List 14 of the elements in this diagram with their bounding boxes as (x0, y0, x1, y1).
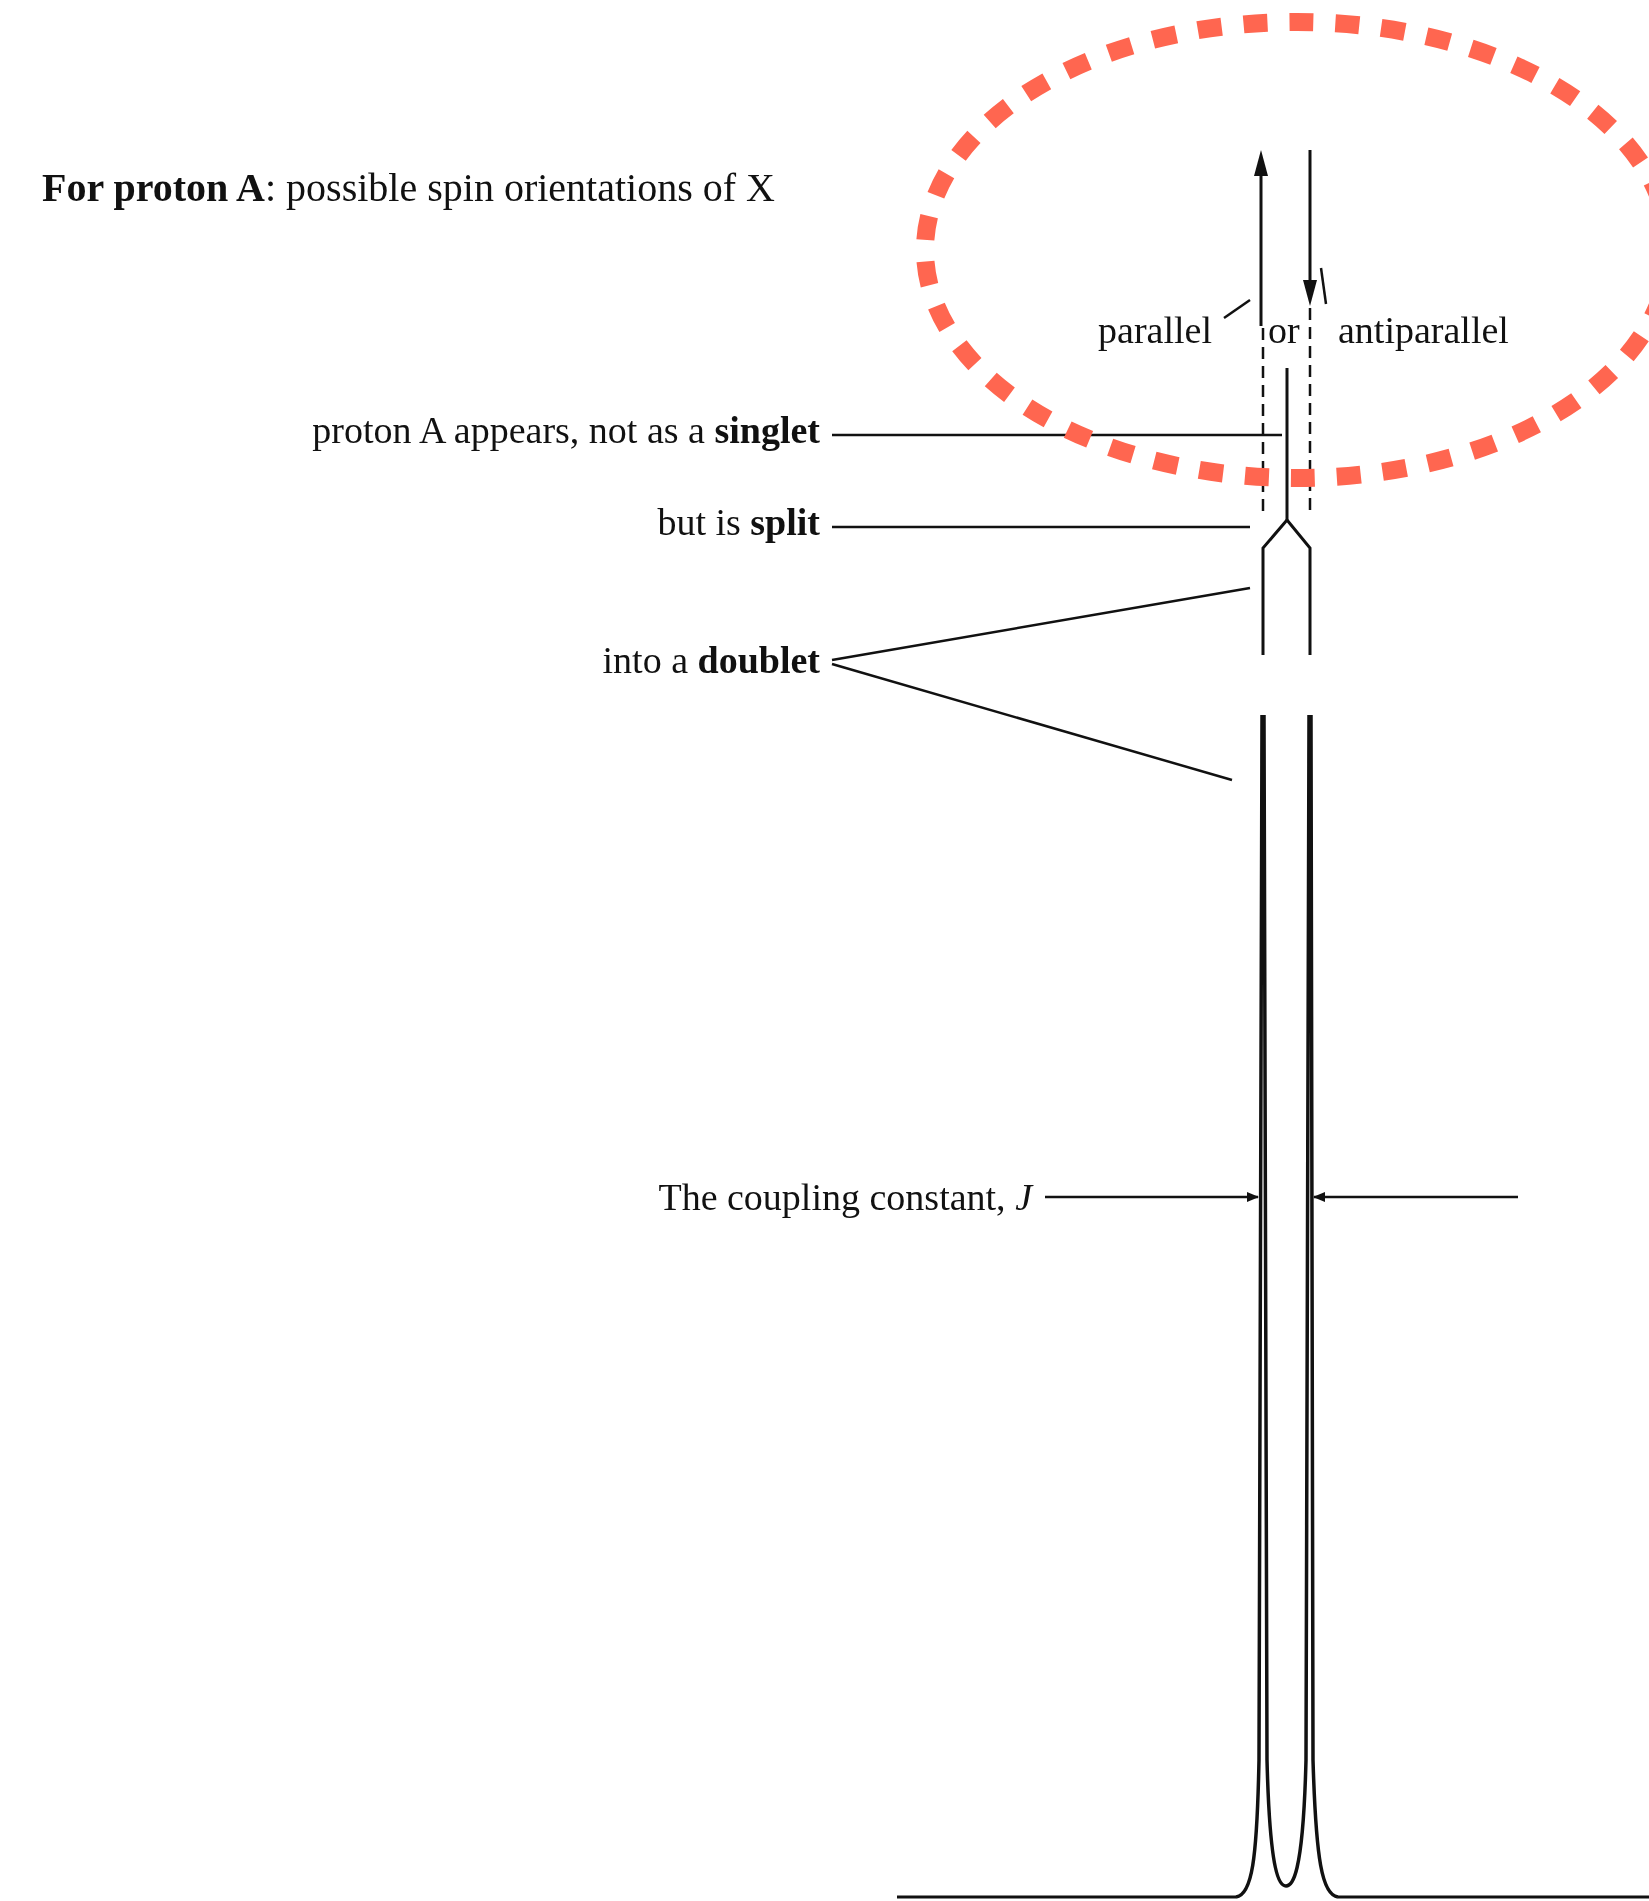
callout-label: but is split (657, 499, 820, 545)
leader-line (832, 525, 1250, 529)
callout-label: proton A appears, not as a singlet (312, 407, 820, 453)
dimension-label: The coupling constant, J (658, 1175, 1032, 1220)
leader-line (832, 433, 1282, 437)
leader-line (831, 662, 1233, 782)
heading: For proton A: possible spin orientations of X (42, 165, 775, 211)
callout-label: antiparallel (1338, 307, 1509, 353)
leader-line (1319, 267, 1328, 305)
leader-line (1223, 298, 1251, 320)
leader-line (831, 586, 1251, 662)
callout-label: parallel (1098, 307, 1212, 353)
connector-word: or (1268, 308, 1300, 353)
callout-label: into a doublet (602, 637, 820, 683)
